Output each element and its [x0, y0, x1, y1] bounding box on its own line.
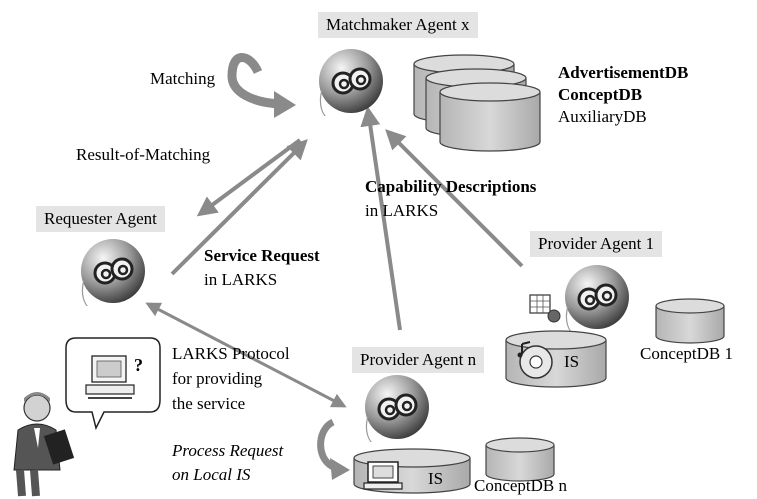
auxiliary-db-label: AuxiliaryDB [558, 107, 647, 126]
matching-curve-arrow [227, 53, 296, 118]
requester-agent-icon [79, 237, 147, 306]
protocol-line-2: for providing [172, 369, 263, 388]
result-of-matching-label: Result-of-Matching [76, 145, 211, 164]
service-request-sub: in LARKS [204, 270, 278, 289]
matchmaker-agent-icon [317, 47, 385, 116]
requester-agent-label: Requester Agent [36, 206, 165, 232]
user-person-icon [13, 392, 75, 497]
capability-arrow-provider-n [360, 106, 402, 331]
arrows [145, 106, 524, 408]
service-request-title: Service Request [204, 246, 320, 265]
service-request-arrow [170, 139, 308, 276]
process-request-line-1: Process Request [172, 441, 284, 460]
result-of-matching-arrow [196, 138, 302, 217]
process-request-curve-arrow [317, 418, 350, 480]
provider-n-agent-icon [363, 373, 431, 442]
capability-descriptions-sub: in LARKS [365, 201, 439, 220]
matchmaker-agent-label: Matchmaker Agent x [318, 12, 478, 38]
advertisement-db-label: AdvertisementDB [558, 63, 689, 82]
concept-db-1-label: ConceptDB 1 [640, 344, 734, 363]
provider-agent-n-label: Provider Agent n [352, 347, 485, 373]
concept-db-1-cylinder [655, 298, 725, 344]
capability-arrow-provider-1 [385, 129, 524, 268]
provider-1-agent-icon [563, 263, 631, 332]
matching-label: Matching [150, 69, 216, 88]
chart-icon [529, 294, 561, 323]
concept-db-n-cylinder [485, 437, 555, 482]
concept-db-n-label: ConceptDB n [474, 476, 568, 495]
matchmaker-db-stack [413, 54, 541, 152]
user-speech-bubble [65, 337, 161, 431]
provider-1-is-label: IS [564, 352, 580, 371]
protocol-line-3: the service [172, 394, 246, 413]
capability-descriptions-title: Capability Descriptions [365, 177, 537, 196]
protocol-arrow [145, 302, 347, 408]
process-request-line-2: on Local IS [172, 465, 251, 484]
cd-disc-icon [517, 341, 553, 379]
question-mark-label: ? [134, 355, 143, 375]
provider-agent-1-label: Provider Agent 1 [530, 231, 663, 257]
protocol-line-1: LARKS Protocol [172, 344, 290, 363]
concept-db-label: ConceptDB [558, 85, 643, 104]
provider-n-is-label: IS [428, 469, 444, 488]
computer-icon [363, 461, 403, 490]
